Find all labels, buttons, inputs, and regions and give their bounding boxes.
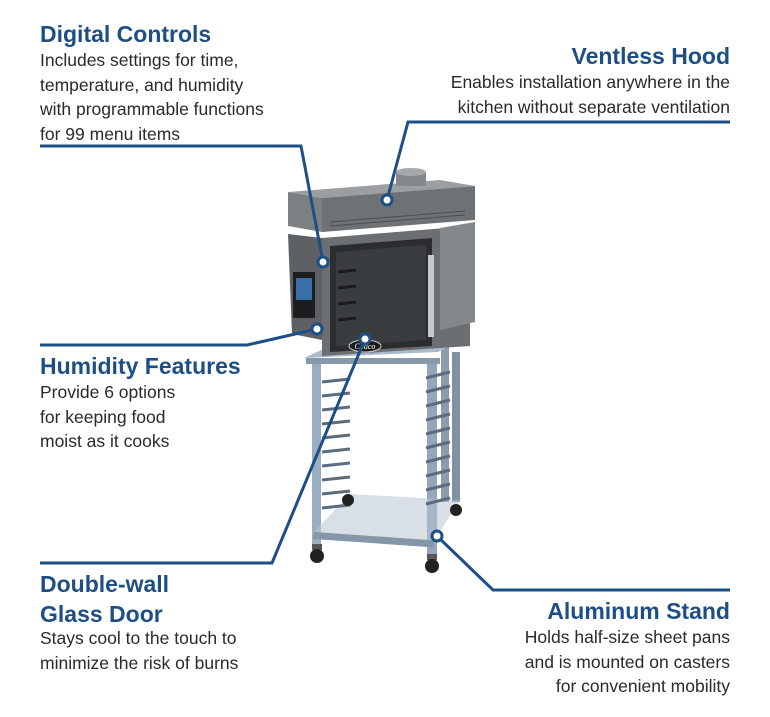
digital-controls-title: Digital Controls bbox=[40, 21, 212, 47]
digital-controls-description: Includes settings for time, temperature,… bbox=[40, 50, 264, 144]
double-wall-glass-door-description: Stays cool to the touch to minimize the … bbox=[40, 628, 239, 673]
brand-badge: Cadco bbox=[355, 342, 376, 351]
aluminum-stand-description: Holds half-size sheet pans and is mounte… bbox=[524, 627, 730, 696]
aluminum-stand-title: Aluminum Stand bbox=[547, 598, 730, 624]
oven-body: Cadco bbox=[288, 168, 475, 356]
humidity-features-description: Provide 6 options for keeping food moist… bbox=[40, 382, 176, 451]
double-wall-glass-door-title: Double-wall Glass Door bbox=[40, 571, 170, 627]
callout-dots bbox=[310, 193, 444, 543]
ventless-hood-title: Ventless Hood bbox=[571, 43, 730, 69]
leader-lines bbox=[40, 120, 730, 592]
humidity-features-title: Humidity Features bbox=[40, 353, 241, 379]
ventless-hood-description: Enables installation anywhere in the kit… bbox=[450, 72, 730, 117]
caster-icon bbox=[310, 494, 462, 573]
